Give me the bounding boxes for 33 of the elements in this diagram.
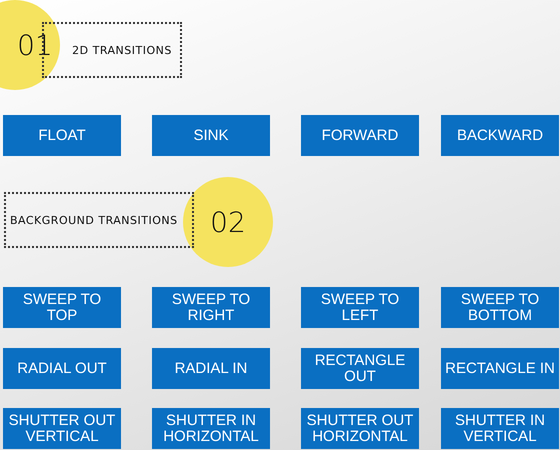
transition-name: SHUTTER OUT HORIZONTAL bbox=[306, 412, 414, 444]
section-heading: BACKGROUND TRANSITIONS bbox=[10, 214, 178, 226]
transition-button bbox=[3, 287, 121, 328]
transition-name: SHUTTER OUT VERTICAL bbox=[8, 412, 116, 444]
transition-button bbox=[152, 348, 270, 389]
transition-name: SINK bbox=[193, 128, 228, 144]
transition-name: BACKWARD bbox=[456, 128, 544, 144]
transition-name: SHUTTER IN VERTICAL bbox=[454, 412, 546, 444]
transition-button bbox=[301, 348, 419, 389]
transition-name: SWEEP TO TOP bbox=[22, 292, 102, 324]
transition-button bbox=[301, 115, 419, 156]
transition-button bbox=[152, 115, 270, 156]
transition-button bbox=[3, 115, 121, 156]
transition-name: RADIAL OUT bbox=[17, 360, 107, 376]
transition-name: FLOAT bbox=[38, 128, 86, 144]
transition-name: RECTANGLE OUT bbox=[314, 352, 406, 384]
transition-button bbox=[441, 287, 559, 328]
transition-button bbox=[152, 287, 270, 328]
transition-button bbox=[441, 115, 559, 156]
transition-name: RADIAL IN bbox=[174, 360, 248, 376]
transition-name: RECTANGLE IN bbox=[445, 360, 555, 376]
transition-button bbox=[152, 408, 270, 449]
transition-name: SWEEP TO BOTTOM bbox=[460, 292, 540, 324]
transition-name: FORWARD bbox=[322, 128, 398, 144]
transition-button bbox=[301, 287, 419, 328]
transition-button bbox=[441, 408, 559, 449]
section-number: 02 bbox=[210, 206, 246, 238]
transition-name: SWEEP TO LEFT bbox=[320, 292, 400, 324]
transition-button bbox=[3, 348, 121, 389]
transition-button bbox=[441, 348, 559, 389]
section-heading: 2D TRANSITIONS bbox=[72, 44, 172, 56]
transition-name: SHUTTER IN HORIZONTAL bbox=[162, 412, 260, 444]
transition-name: SWEEP TO RIGHT bbox=[170, 292, 252, 324]
